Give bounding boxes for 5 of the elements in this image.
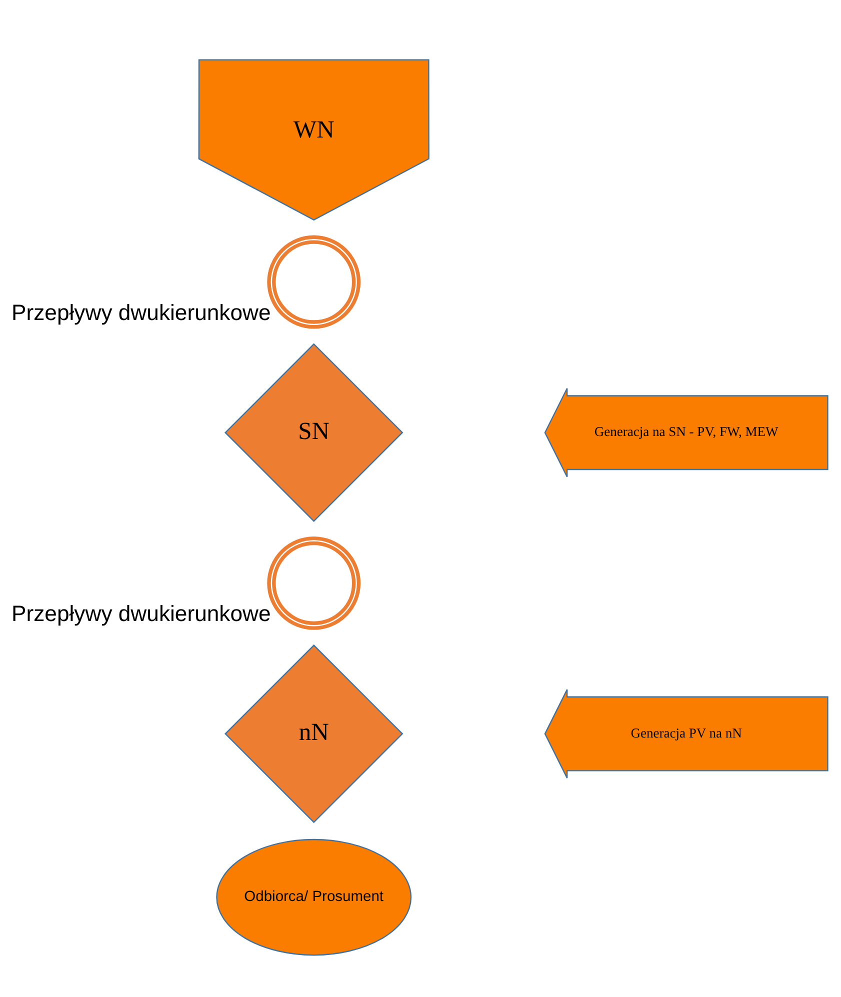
node-label: Przepływy dwukierunkowe	[11, 600, 271, 626]
node-label: Przepływy dwukierunkowe	[11, 300, 271, 325]
node-diamond: SN	[224, 342, 404, 522]
node-diamond: nN	[224, 644, 404, 823]
node-ellipse: Odbiorca/ Prosument	[216, 838, 412, 956]
